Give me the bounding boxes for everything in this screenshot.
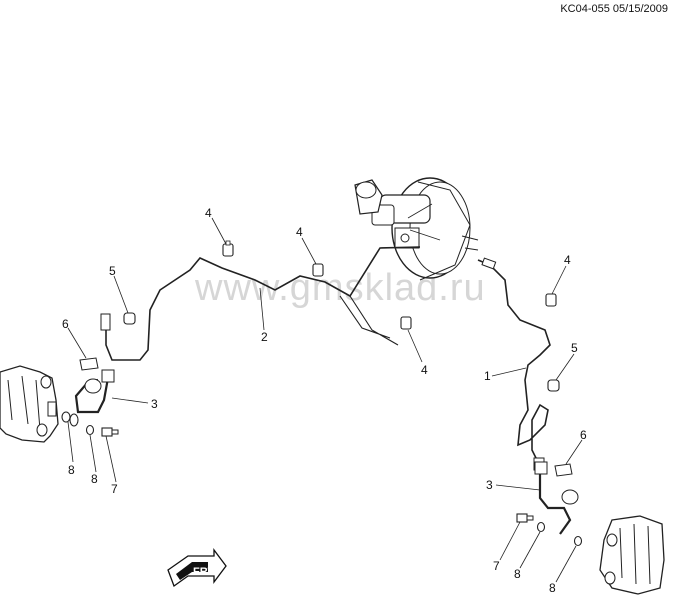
clip-4-c <box>400 316 412 330</box>
washer-8-left-a <box>61 411 71 423</box>
callout-5-a: 5 <box>109 264 116 278</box>
brake-booster-assembly <box>354 177 479 281</box>
frt-label: FRT <box>193 566 215 578</box>
callout-7-b: 7 <box>493 559 500 573</box>
washer-8-right-b <box>573 535 583 547</box>
pipe-left-end-fitting <box>100 313 111 331</box>
brake-caliper-right <box>599 515 665 595</box>
callout-8-b: 8 <box>91 472 98 486</box>
document-id: KC04-055 05/15/2009 <box>560 3 668 15</box>
callout-2: 2 <box>261 330 268 344</box>
brake-pipe-left <box>105 246 421 361</box>
washer-8-left-c <box>85 424 95 436</box>
brake-hose-right <box>534 461 579 535</box>
bracket-5-right <box>547 379 560 392</box>
retainer-6-right <box>554 463 573 477</box>
clip-4-d <box>545 293 557 307</box>
callout-6-b: 6 <box>580 428 587 442</box>
callout-6-a: 6 <box>62 317 69 331</box>
retainer-6-left <box>79 357 99 371</box>
bracket-5-left <box>123 312 136 325</box>
callout-1: 1 <box>484 369 491 383</box>
callout-4-a: 4 <box>205 206 212 220</box>
callout-3-a: 3 <box>151 397 158 411</box>
callout-3-b: 3 <box>486 478 493 492</box>
washer-8-left-b <box>69 413 79 427</box>
brake-hose-left <box>74 369 115 414</box>
callout-4-d: 4 <box>564 253 571 267</box>
clip-4-a <box>222 240 234 257</box>
clip-4-b <box>312 263 324 277</box>
callout-4-c: 4 <box>421 363 428 377</box>
callout-7-a: 7 <box>111 482 118 496</box>
callout-8-c: 8 <box>514 567 521 581</box>
bolt-7-right <box>516 513 534 523</box>
brake-pipe-right <box>477 259 551 463</box>
callout-4-b: 4 <box>296 225 303 239</box>
callout-8-a: 8 <box>68 463 75 477</box>
leader-lines <box>67 217 583 583</box>
bolt-7-left <box>101 427 119 437</box>
callout-8-d: 8 <box>549 581 556 595</box>
front-direction-arrow: FRT <box>167 548 227 588</box>
brake-caliper-left <box>0 365 59 443</box>
callout-5-b: 5 <box>571 341 578 355</box>
washer-8-right-a <box>536 521 546 533</box>
